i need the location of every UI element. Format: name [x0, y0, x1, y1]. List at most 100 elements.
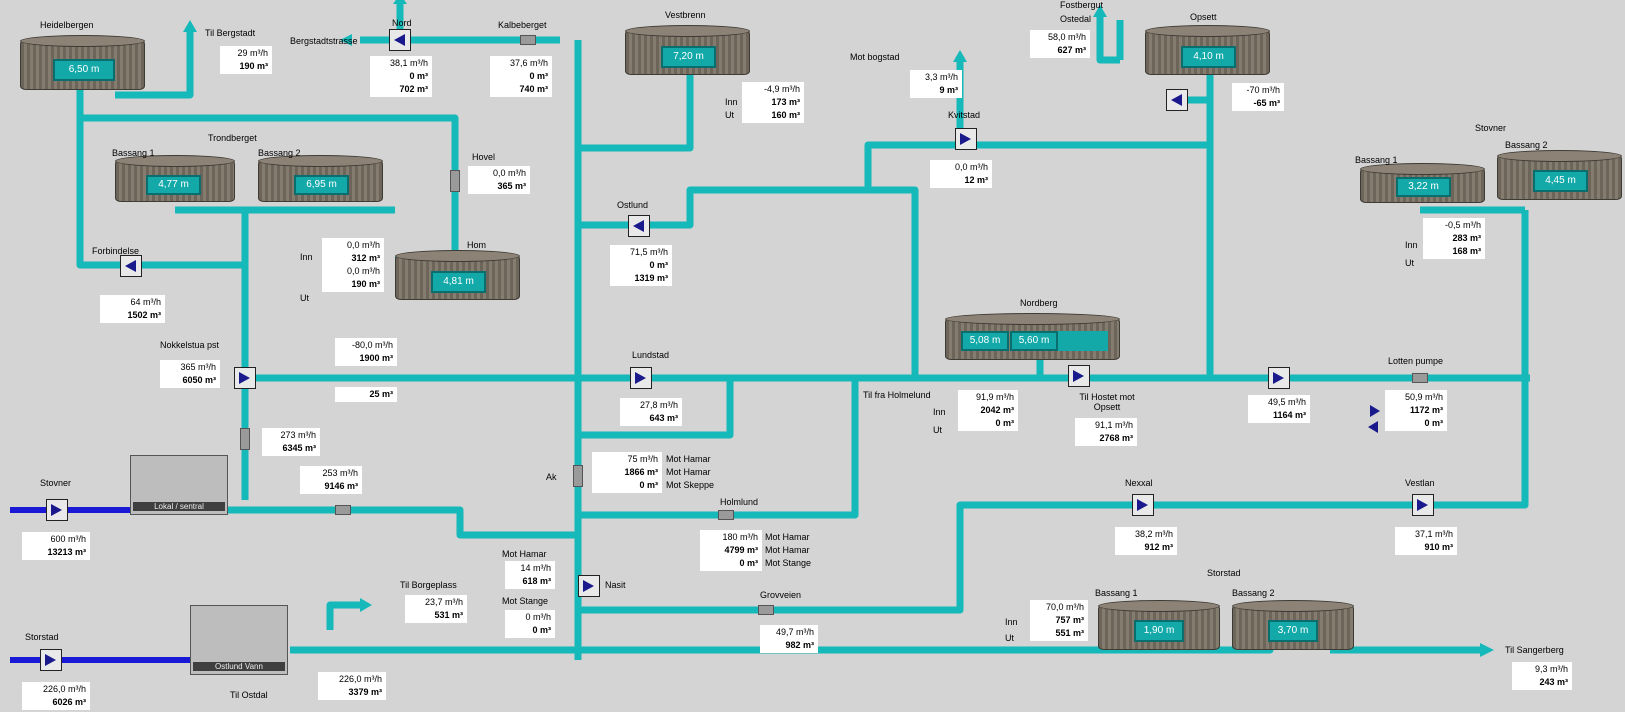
- volume-value: 910 m³: [1424, 542, 1453, 552]
- tank-level: 4,45 m: [1533, 170, 1588, 192]
- play-left-icon[interactable]: [1368, 421, 1378, 433]
- flow-value: 600 m³/h: [50, 534, 86, 544]
- flow-value: 273 m³/h: [280, 430, 316, 440]
- pump-opsett[interactable]: [1166, 89, 1188, 111]
- out-value: 0 m³: [639, 480, 658, 490]
- volume-value: 0 m³: [532, 625, 551, 635]
- play-right-icon[interactable]: [1370, 405, 1380, 417]
- label-ostlund: Ostlund: [617, 200, 649, 210]
- volume-value: 1164 m³: [1272, 410, 1306, 420]
- flow-value: 14 m³/h: [520, 563, 551, 573]
- pump-right-arrow-icon: [239, 372, 250, 384]
- pump-nordberg[interactable]: [955, 128, 977, 150]
- label-vestbrenn: Vestbrenn: [665, 10, 706, 20]
- flow-value: 58,0 m³/h: [1047, 32, 1086, 42]
- pump-forbindelse[interactable]: [120, 255, 142, 277]
- valve-lia[interactable]: [240, 428, 250, 450]
- valve-holmlund[interactable]: [718, 510, 734, 520]
- tank-storstad-2: 3,70 m: [1232, 600, 1354, 650]
- valve-kalbeberget[interactable]: [520, 35, 536, 45]
- flow-value: 91,9 m³/h: [975, 392, 1014, 402]
- label-bassang-2-r: Bassang 2: [1505, 140, 1548, 150]
- label-ak: Ak: [546, 472, 557, 482]
- pump-vestlan[interactable]: [1412, 494, 1434, 516]
- station-ostlund-vann[interactable]: Ostlund Vann: [190, 605, 288, 675]
- in-value: 1172 m³: [1409, 405, 1443, 415]
- pump-left-arrow-icon: [394, 34, 405, 46]
- tank-level: 3,22 m: [1396, 177, 1451, 197]
- valve-hovel[interactable]: [450, 170, 460, 192]
- pump-lundstad[interactable]: [630, 367, 652, 389]
- flow-value: 29 m³/h: [237, 48, 268, 58]
- tank-level: 6,50 m: [53, 59, 115, 81]
- volume-value: -65 m³: [1253, 98, 1280, 108]
- value-box-til-borgeplass: 23,7 m³/h 531 m³: [405, 595, 467, 623]
- label-holm-mot-hamar: Mot Hamar: [765, 532, 810, 542]
- pump-right-arrow-icon: [1073, 370, 1084, 382]
- in-value: 757 m³: [1055, 615, 1084, 625]
- label-hein: Mot Hamar: [502, 549, 547, 559]
- pump-right-arrow-icon: [583, 580, 594, 592]
- label-grovveien: Grovveien: [760, 590, 802, 600]
- volume-value: 531 m³: [434, 610, 463, 620]
- tank-level: 6,95 m: [294, 175, 349, 195]
- pump-oslo[interactable]: [46, 499, 68, 521]
- tank-level: 4,10 m: [1181, 46, 1236, 68]
- volume-value: 243 m³: [1539, 677, 1568, 687]
- arrow-nord: [393, 0, 407, 4]
- label-til-bergstadt: Til Bergstadt: [205, 28, 256, 38]
- value-box-nexxal: 38,2 m³/h 912 m³: [1115, 527, 1177, 555]
- flow-value: 27,8 m³/h: [639, 400, 678, 410]
- value-box-til-sangerberg: 9,3 m³/h 243 m³: [1512, 662, 1572, 690]
- valve-grovveien[interactable]: [758, 605, 774, 615]
- label-ut: Ut: [300, 293, 309, 303]
- pump-nasit[interactable]: [578, 575, 600, 597]
- flow-value: 226,0 m³/h: [42, 684, 86, 694]
- out-value: 702 m³: [399, 84, 428, 94]
- value-box-lia: 273 m³/h 6345 m³: [262, 428, 320, 456]
- flow-value: 226,0 m³/h: [338, 674, 382, 684]
- flow-value: -80,0 m³/h: [351, 340, 393, 350]
- label-forbindelse: Forbindelse: [92, 246, 140, 256]
- pump-nord[interactable]: [389, 29, 411, 51]
- value-box-nisse: 253 m³/h 9146 m³: [300, 466, 362, 494]
- tank-nordberg-bass: 5,08 m 5,60 m: [945, 313, 1120, 360]
- out-value: 190 m³: [351, 279, 380, 289]
- pump-right-arrow-icon: [1273, 372, 1284, 384]
- out-value: 740 m³: [519, 84, 548, 94]
- value-box-ak: 75 m³/h 1866 m³ 0 m³: [592, 452, 662, 493]
- pump-nordberg-out[interactable]: [1068, 365, 1090, 387]
- out-value: 0 m³: [1424, 418, 1443, 428]
- label-fra-lundstad: Til fra Holmelund: [863, 390, 931, 400]
- pump-left-arrow-icon: [1171, 94, 1182, 106]
- pump-nexxal[interactable]: [1132, 494, 1154, 516]
- in-value: 173 m³: [771, 97, 800, 107]
- valve-ak[interactable]: [573, 465, 583, 487]
- flow-value: 75 m³/h: [627, 454, 658, 464]
- pump-right-arrow-icon: [51, 504, 62, 516]
- arrow-tb2: [360, 598, 372, 612]
- value-box-frogner: 226,0 m³/h 6026 m³: [22, 682, 90, 710]
- value-box-storstad: 70,0 m³/h 757 m³ 551 m³: [1030, 600, 1088, 641]
- pump-ostlund[interactable]: [628, 215, 650, 237]
- flow-value: -4,9 m³/h: [763, 84, 800, 94]
- pipe-holm: [578, 380, 859, 519]
- station-lokal[interactable]: Lokal / sentral: [130, 455, 228, 515]
- tank-trondberget-1: 4,77 m: [115, 155, 235, 202]
- in-value: 1866 m³: [624, 467, 658, 477]
- pump-nokkelstua[interactable]: [234, 367, 256, 389]
- label-ut: Ut: [1005, 633, 1014, 643]
- value-box-nokkelstua-r: -80,0 m³/h 1900 m³: [335, 338, 397, 366]
- value-box-til-bergstadt: 29 m³/h 190 m³: [220, 46, 272, 74]
- valve-lotten[interactable]: [1412, 373, 1428, 383]
- tank-bassang-2-right: 4,45 m: [1497, 150, 1622, 200]
- volume-value: 9 m³: [939, 85, 958, 95]
- pump-lager[interactable]: [1268, 367, 1290, 389]
- volume-value: 2768 m³: [1099, 433, 1133, 443]
- pump-right-arrow-icon: [960, 133, 971, 145]
- flow-value: 253 m³/h: [322, 468, 358, 478]
- valve-nisse[interactable]: [335, 505, 351, 515]
- label-inn: Inn: [1005, 617, 1018, 627]
- pump-frogner[interactable]: [40, 649, 62, 671]
- label-bassang-1-r: Bassang 1: [1355, 155, 1398, 165]
